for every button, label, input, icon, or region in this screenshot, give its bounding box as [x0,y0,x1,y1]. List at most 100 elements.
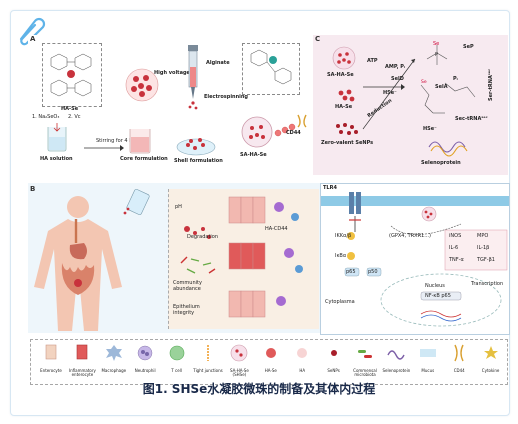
ikba-label: IκBα [335,253,347,259]
syringe-icon [188,45,198,110]
step2-label: 2. Vc [68,114,81,120]
legend-label: SA-HA-Se (SHSe) [229,368,249,378]
selenoprotein-label: Selenoprotein [421,160,461,166]
figure-card: A HA-Se 1. Na₂SeO₃ 2. Vc [10,10,510,416]
ha-icon [297,348,308,358]
p50-label: p50 [368,269,378,275]
panel-a: A HA-Se 1. Na₂SeO₃ 2. Vc [28,35,308,175]
nucleus-label: Nucleus [425,283,445,289]
enterocyte-legend-item: Enterocyte [36,343,66,373]
legend-label: SeNPs [327,368,340,373]
tlr4-label: TLR4 [323,185,337,191]
stirring-label: Stirring for 4 h [96,138,133,144]
macrophage-icon [105,345,122,361]
amp-label: AMP, Pᵢ [385,64,405,70]
sa-ha-se-bead-icon [241,116,273,148]
svg-text:P: P [435,52,438,58]
senps-icon [330,350,337,356]
panel-d-signaling: TLR4 [320,183,510,335]
senps-legend-item: SeNPs [319,343,349,373]
legend-box [30,339,508,385]
oral-administration-icon [123,189,150,215]
c-ha-se-label: HA-Se [335,104,353,110]
tnfa-label: TNF-α [449,257,464,263]
commensal-microbiota-icon [358,350,372,358]
shse-icon [231,344,248,362]
commensal-microbiota-legend-item: Commensal microbiota [350,343,380,378]
arrow-icon [84,145,124,151]
human-body-icon [34,196,122,331]
tight-junctions-legend-item: Tight junctions [193,343,223,373]
sec-trna-molecule: Se [420,79,476,114]
il6-label: IL-6 [449,245,459,251]
legend-label: Inflammatory enterocyte [68,368,96,378]
figure-caption: 图1. SHSe水凝胶微珠的制备及其体内过程 [142,382,376,396]
panel-b: B [28,183,510,335]
high-voltage-label: High voltage [154,70,190,76]
community-label: Community [173,280,202,286]
il1b-label: IL-1β [477,245,490,251]
legend-label: CD44 [453,368,465,373]
scientific-figure: A HA-Se 1. Na₂SeO₃ 2. Vc [28,35,510,385]
epithelium-label: Epithelium [173,304,200,310]
panel-c-letter: C [315,35,321,43]
cell-signaling-diagram [321,192,509,327]
legend-label: T cell [171,368,182,373]
abundance-label: abundance [173,286,201,292]
cd44-icon [454,344,464,362]
ha-solution-beaker-icon [47,123,67,152]
cd44-receptor-icon [297,114,307,128]
neutrophil-legend-item: Neutrophil [130,343,160,373]
ha-se-cluster-icon [338,89,355,102]
ha-solution-label: HA solution [40,156,73,162]
ha-se-legend-item: HA-Se [256,343,286,373]
transcription-label: Transcription [471,281,504,287]
gpx-label: (GPX4, TRXR1...) [389,233,431,239]
mucus-legend-item: Mucus [413,343,443,373]
p65-label: p65 [346,269,356,275]
cd44-label: CD44 [286,130,301,136]
core-formulation-label: Core formulation [120,156,168,162]
core-formulation-beaker-icon [129,129,151,154]
legend-label: HA [299,368,306,373]
legend-label: Enterocyte [40,368,62,373]
sep-label: SeP [463,44,474,50]
legend-label: Cytokine [481,368,500,373]
legend-label: Neutrophil [134,368,156,373]
seld-label: SelD [391,76,404,82]
neutrophil-icon [137,345,153,361]
enterocyte-icon [45,344,57,360]
shse-legend-item: SA-HA-Se (SHSe) [224,343,254,378]
integrity-label: integrity [173,310,195,316]
paperclip-icon [19,17,46,46]
step1-label: 1. Na₂SeO₃ [32,114,60,120]
ikk-label: IKKα/β [335,233,352,239]
inflammatory-enterocyte-legend-item: Inflammatory enterocyte [67,343,97,378]
ph-label: pH [175,204,182,210]
core-bead-icon [125,68,159,102]
mucus-icon [419,349,436,357]
legend-label: Commensal microbiota [353,368,377,378]
t-cell-icon [169,345,184,361]
sela-label: SelA [435,84,448,90]
inflammatory-enterocyte-icon [77,344,88,360]
cd44-legend-item: CD44 [444,343,474,373]
cytokine-legend-item: Cytokine [476,343,506,373]
legend-label: Selenoprotein [382,368,411,373]
electrospinning-label: Electrospinning [204,94,249,100]
sa-ha-se-label: SA-HA-Se [240,152,267,158]
ha-cd44-label: HA-CD44 [265,226,288,232]
panel-a-letter: A [30,35,36,43]
t-cell-legend-item: T cell [162,343,192,373]
selenoprotein-icon [387,350,406,360]
sa-ha-se-bead-icon [332,46,356,70]
sa-structure-box [242,43,300,95]
degradation-label: Degradation [187,234,219,240]
hse2-label: HSe⁻ [423,126,437,132]
ser-trna-label: Ser-tRNAˢᵉᶜ [488,68,494,101]
atp-label: ATP [367,58,378,64]
panel-c: C SA-HA-Se HA-Se Zero-valent SeNPs Reduc… [313,35,508,175]
shell-formulation-label: Shell formulation [174,158,223,164]
legend-label: HA-Se [264,368,277,373]
zero-valent-label: Zero-valent SeNPs [321,140,374,146]
